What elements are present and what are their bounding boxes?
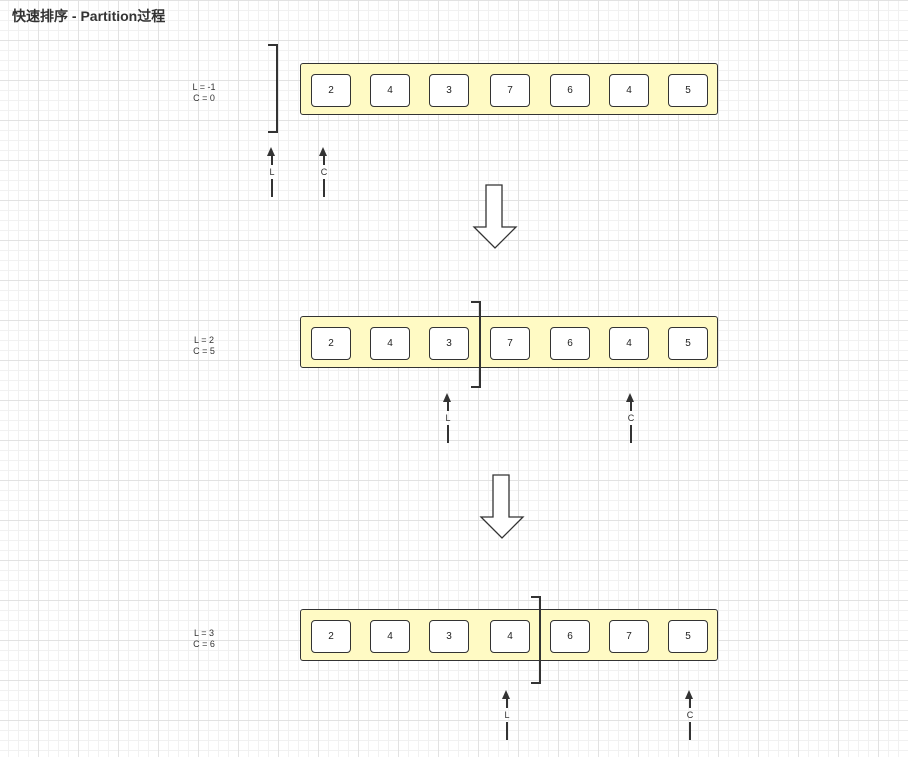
array-cell: 4 [370,327,410,360]
arrow-up-icon [502,690,510,699]
l-pointer-label: L [269,167,275,177]
array-cell: 4 [609,74,649,107]
c-pointer: C [318,147,330,199]
array-cell: 3 [429,327,469,360]
arrow-up-icon [443,393,451,402]
c-pointer: C [625,393,637,445]
array-cell: 6 [550,620,590,653]
array-cell: 4 [370,74,410,107]
c-pointer: C [684,690,696,742]
c-pointer-label: C [686,710,694,720]
array-cell: 2 [311,620,351,653]
array-cell: 3 [429,620,469,653]
array-cell: 5 [668,620,708,653]
c-pointer-label: C [627,413,635,423]
array-cell: 4 [490,620,530,653]
c-pointer-label: C [320,167,328,177]
l-pointer-label: L [445,413,451,423]
partition-boundary [471,301,481,388]
array-cell: 6 [550,74,590,107]
array-cell: 4 [370,620,410,653]
step-variables: L = 2 C = 5 [184,335,224,357]
arrow-up-icon [685,690,693,699]
array-cell: 3 [429,74,469,107]
arrow-up-icon [267,147,275,156]
l-pointer: L [442,393,454,445]
array-cell: 2 [311,327,351,360]
l-value: L = 2 [194,335,214,345]
array-cell: 6 [550,327,590,360]
array-cell: 7 [609,620,649,653]
array-cell: 7 [490,74,530,107]
l-value: L = -1 [192,82,216,92]
c-value: C = 0 [193,93,215,103]
array-cell: 4 [609,327,649,360]
l-pointer-label: L [504,710,510,720]
down-arrow-icon [472,184,518,249]
partition-boundary [268,44,278,133]
arrow-up-icon [319,147,327,156]
down-arrow-icon [479,474,525,539]
l-value: L = 3 [194,628,214,638]
c-value: C = 5 [193,346,215,356]
l-pointer: L [501,690,513,742]
step-variables: L = -1 C = 0 [184,82,224,104]
array-cell: 5 [668,327,708,360]
l-pointer: L [266,147,278,199]
step-variables: L = 3 C = 6 [184,628,224,650]
arrow-up-icon [626,393,634,402]
c-value: C = 6 [193,639,215,649]
array-cell: 5 [668,74,708,107]
diagram-title: 快速排序 - Partition过程 [12,8,166,24]
array-cell: 7 [490,327,530,360]
array-cell: 2 [311,74,351,107]
partition-boundary [531,596,541,684]
